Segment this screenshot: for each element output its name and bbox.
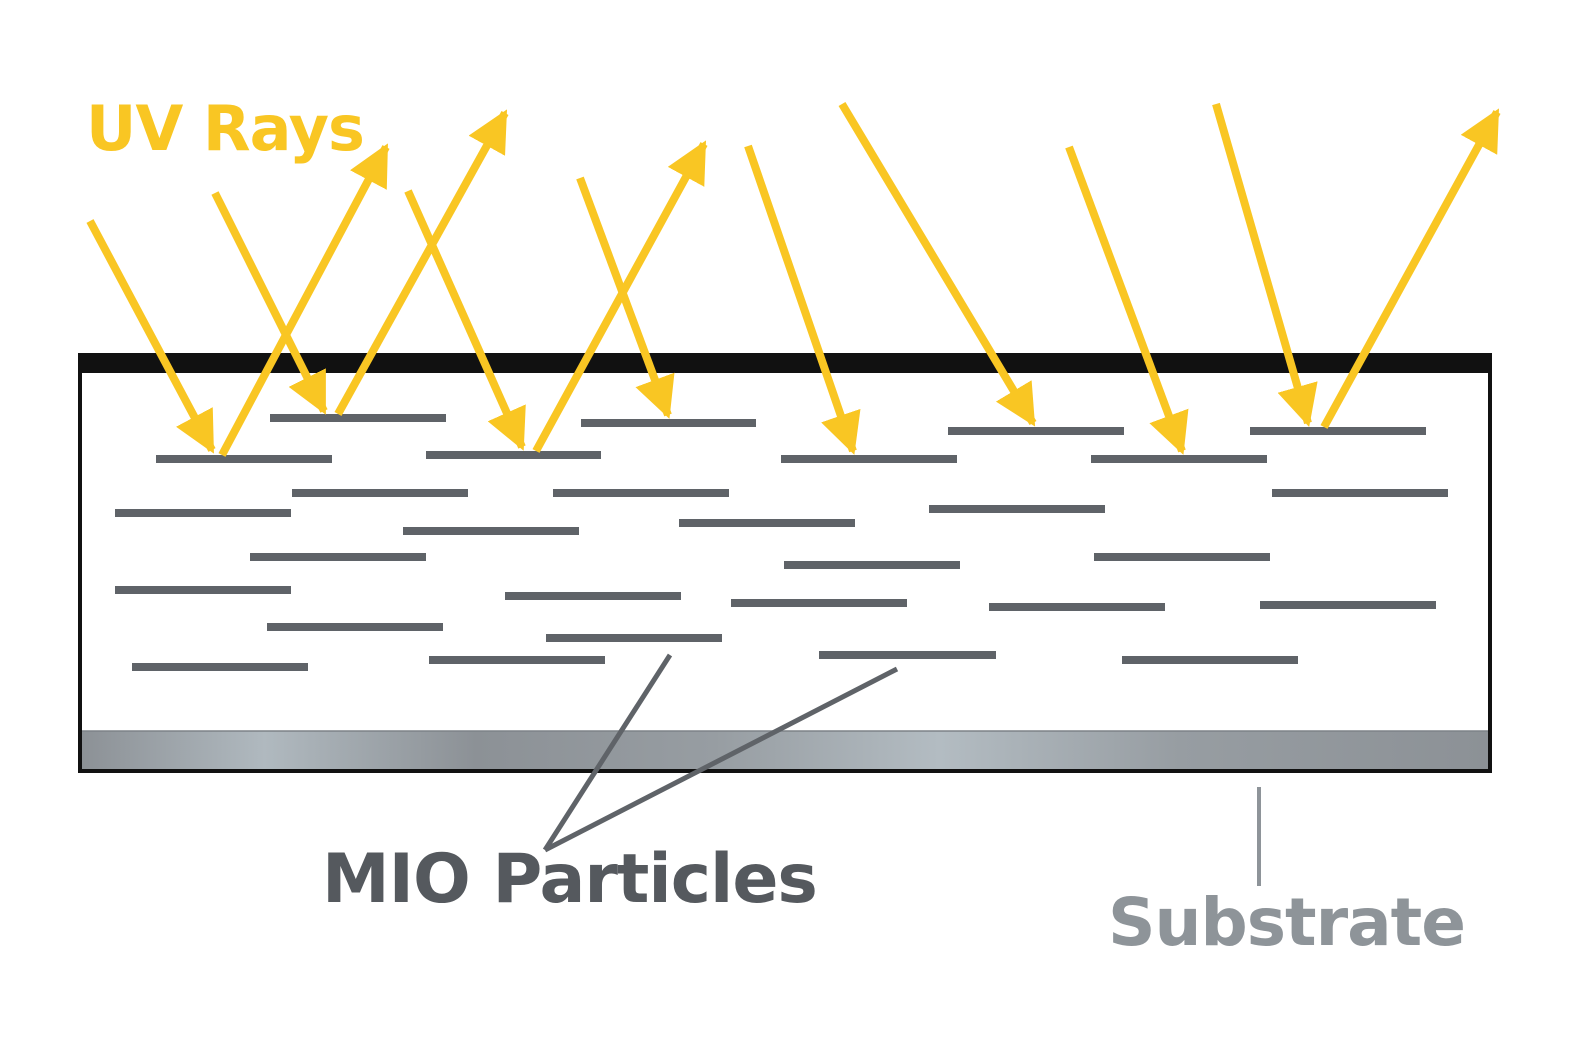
- mio-particle-group: [115, 414, 1448, 671]
- leader-line: [542, 653, 673, 852]
- uv-ray-reflected: [532, 140, 708, 453]
- uv-ray-reflected: [218, 143, 390, 457]
- uv-ray-incoming: [1212, 102, 1318, 427]
- leader-line: [543, 666, 899, 853]
- uv-rays-label: UV Rays: [86, 92, 365, 165]
- mio-particles-leader: [542, 653, 899, 853]
- uv-ray-incoming: [404, 189, 526, 451]
- mio-particles-label: MIO Particles: [322, 840, 818, 919]
- substrate-label: Substrate: [1108, 884, 1466, 961]
- uv-ray-reflected: [1320, 108, 1501, 429]
- uv-ray-incoming: [1065, 145, 1189, 455]
- uv-ray-incoming: [744, 144, 861, 455]
- uv-ray-incoming: [838, 101, 1037, 427]
- coating-top-edge: [80, 354, 1490, 373]
- uv-ray-incoming: [86, 219, 216, 454]
- substrate-band: [82, 731, 1488, 769]
- uv-ray-group: [86, 101, 1501, 457]
- uv-ray-reflected: [334, 109, 509, 416]
- uv-ray-incoming: [211, 191, 328, 415]
- coating-layer: [78, 353, 1492, 773]
